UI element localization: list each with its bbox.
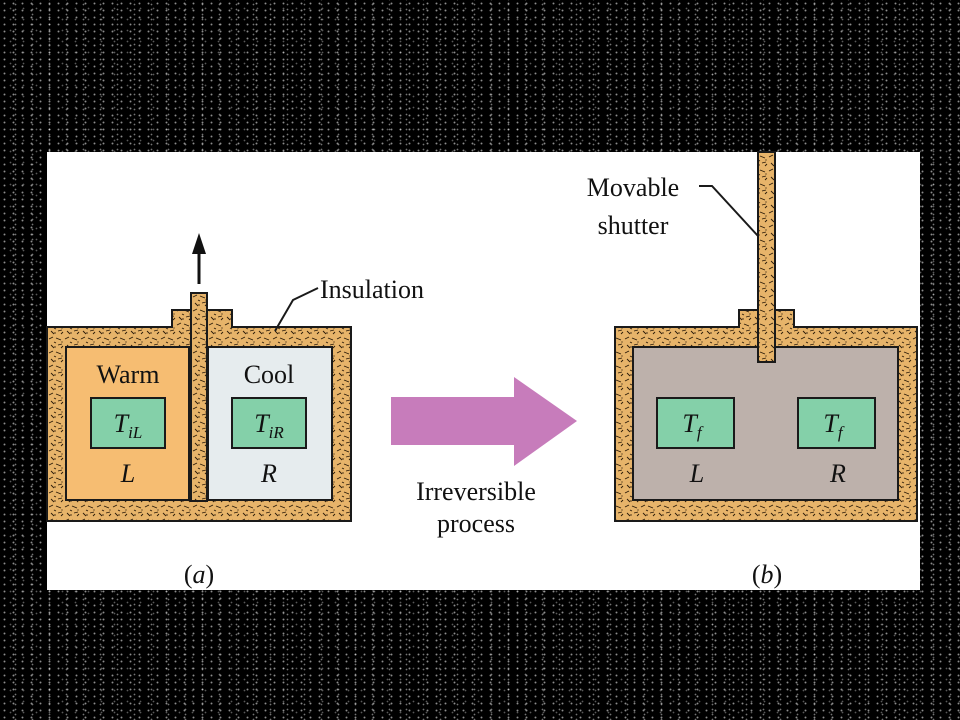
cool-label: Cool: [244, 360, 295, 389]
panel-b: Tf Tf L R (b): [614, 151, 918, 589]
up-arrow-icon: [192, 233, 206, 254]
temp-left-initial: TiL: [114, 409, 143, 442]
movable-shutter: [757, 151, 776, 363]
side-right-b: R: [829, 459, 846, 488]
warm-label: Warm: [97, 360, 160, 389]
temp-right-initial: TiR: [254, 409, 284, 442]
shutter-leader-line: [699, 185, 759, 237]
thermometer-right-b: [797, 397, 876, 449]
temp-right-final: Tf: [823, 409, 844, 442]
shutter-label-line1: Movable: [587, 173, 679, 202]
process-label-line1: Irreversible: [416, 477, 536, 506]
thermometer-left-b: [656, 397, 735, 449]
thermometer-right-a: [231, 397, 307, 449]
panel-a: Warm Cool TiL TiR L R (a): [46, 233, 352, 589]
process-label-line2: process: [437, 509, 515, 538]
side-left-b: L: [689, 459, 704, 488]
side-right-a: R: [260, 459, 277, 488]
insulation-label: Insulation: [320, 275, 424, 304]
temp-left-final: Tf: [682, 409, 703, 442]
thermometer-left-a: [90, 397, 166, 449]
process-arrow: [391, 377, 577, 466]
side-left-a: L: [120, 459, 135, 488]
caption-b: (b): [752, 560, 782, 589]
shutter-label-line2: shutter: [598, 211, 669, 240]
shutter-a: [190, 292, 208, 502]
insulation-leader-line: [274, 287, 319, 332]
caption-a: (a): [184, 560, 214, 589]
